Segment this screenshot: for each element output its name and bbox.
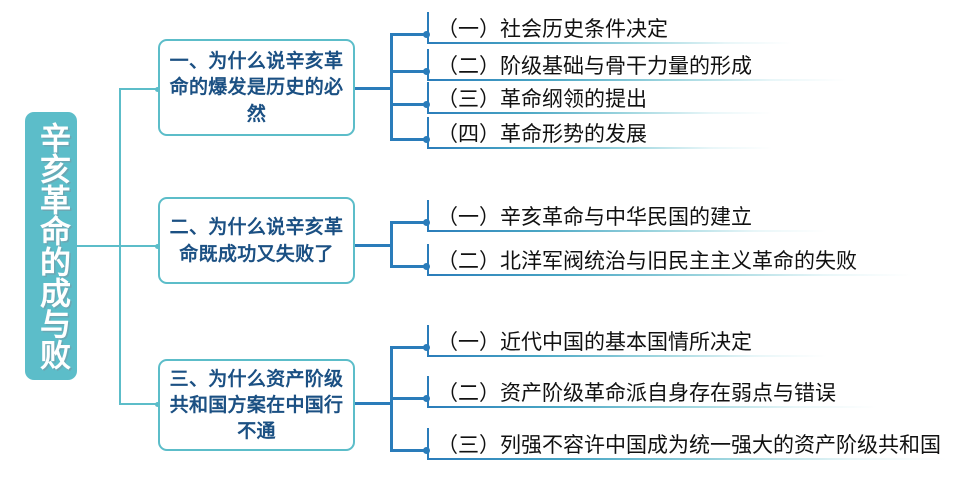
branch-2-leaf-dot-1 <box>423 219 430 226</box>
leaf-item[interactable]: （一）近代中国的基本国情所决定 <box>427 325 752 355</box>
root-node-label: 辛亥革命的成与败 <box>33 122 70 370</box>
leaf-label: （一）辛亥革命与中华民国的建立 <box>437 205 752 229</box>
branch-1-leaf-stub-1 <box>390 33 427 36</box>
branch-3-leaf-dot-1 <box>423 344 430 351</box>
branch-3-leaf-dot-2 <box>423 395 430 402</box>
root-node[interactable]: 辛亥革命的成与败 <box>25 112 77 380</box>
branch-2-leaf-stub-2 <box>390 265 427 268</box>
branch-1-leaf-spine <box>390 33 393 141</box>
root-connector-line <box>77 245 120 247</box>
leaf-tick-icon <box>427 82 429 112</box>
leaf-tick-icon <box>427 325 429 355</box>
leaf-underline <box>427 458 947 460</box>
branch-3-leaf-stub-1 <box>390 346 427 349</box>
branch-node-1[interactable]: 一、为什么说辛亥革命的爆发是历史的必然 <box>158 39 355 136</box>
leaf-underline <box>427 112 772 114</box>
leaf-tick-icon <box>427 200 429 230</box>
root-connector-dot-2 <box>155 243 160 249</box>
leaf-label: （三）列强不容许中国成为统一强大的资产阶级共和国 <box>437 433 941 457</box>
leaf-underline <box>427 230 827 232</box>
leaf-label: （四）革命形势的发展 <box>437 122 647 146</box>
root-connector-stub-3 <box>119 403 159 405</box>
leaf-tick-icon <box>427 376 429 406</box>
leaf-underline <box>427 147 772 149</box>
root-connector-dot-1 <box>155 86 160 92</box>
branch-2-leaf-dot-2 <box>423 263 430 270</box>
branch-1-leaf-dot-1 <box>423 31 430 38</box>
leaf-tick-icon <box>427 117 429 147</box>
branch-node-2-label: 二、为什么说辛亥革命既成功又失败了 <box>169 216 344 265</box>
leaf-underline <box>427 79 847 81</box>
leaf-label: （二）北洋军阀统治与旧民主主义革命的失败 <box>437 249 857 273</box>
branch-1-leaf-stub-4 <box>390 138 427 141</box>
leaf-label: （二）资产阶级革命派自身存在弱点与错误 <box>437 381 836 405</box>
root-connector-dot-3 <box>155 401 160 407</box>
leaf-tick-icon <box>427 244 429 274</box>
branch-1-leaf-dot-3 <box>423 101 430 108</box>
leaf-item[interactable]: （一）社会历史条件决定 <box>427 12 668 42</box>
leaf-item[interactable]: （一）辛亥革命与中华民国的建立 <box>427 200 752 230</box>
leaf-tick-icon <box>427 428 429 458</box>
leaf-tick-icon <box>427 49 429 79</box>
leaf-item[interactable]: （四）革命形势的发展 <box>427 117 647 147</box>
leaf-underline <box>427 355 827 357</box>
leaf-underline <box>427 42 792 44</box>
branch-3-leaf-stub-2 <box>390 397 427 400</box>
leaf-tick-icon <box>427 12 429 42</box>
branch-3-leaf-stub-3 <box>390 449 427 452</box>
leaf-item[interactable]: （三）革命纲领的提出 <box>427 82 647 112</box>
branch-2-leaf-stub-1 <box>390 221 427 224</box>
leaf-underline <box>427 406 877 408</box>
leaf-item[interactable]: （二）资产阶级革命派自身存在弱点与错误 <box>427 376 836 406</box>
leaf-item[interactable]: （二）北洋军阀统治与旧民主主义革命的失败 <box>427 244 857 274</box>
root-connector-stub-2 <box>119 245 159 247</box>
branch-1-leaf-stub-2 <box>390 70 427 73</box>
branch-1-leaf-dot-2 <box>423 68 430 75</box>
root-connector-stub-1 <box>119 88 159 90</box>
branch-node-2[interactable]: 二、为什么说辛亥革命既成功又失败了 <box>158 197 355 284</box>
branch-3-leaf-dot-3 <box>423 447 430 454</box>
branch-3-leaf-connector-line <box>355 401 391 405</box>
branch-node-3-label: 三、为什么资产阶级共和国方案在中国行不通 <box>169 367 344 443</box>
branch-node-3[interactable]: 三、为什么资产阶级共和国方案在中国行不通 <box>158 359 355 451</box>
branch-2-leaf-spine <box>390 221 393 268</box>
leaf-label: （二）阶级基础与骨干力量的形成 <box>437 54 752 78</box>
branch-2-leaf-connector-line <box>355 243 391 247</box>
branch-1-leaf-stub-3 <box>390 103 427 106</box>
leaf-underline <box>427 274 912 276</box>
leaf-label: （一）近代中国的基本国情所决定 <box>437 330 752 354</box>
branch-1-leaf-connector-line <box>355 86 391 90</box>
leaf-item[interactable]: （二）阶级基础与骨干力量的形成 <box>427 49 752 79</box>
branch-node-1-label: 一、为什么说辛亥革命的爆发是历史的必然 <box>169 50 344 125</box>
leaf-label: （一）社会历史条件决定 <box>437 17 668 41</box>
leaf-label: （三）革命纲领的提出 <box>437 87 647 111</box>
branch-1-leaf-dot-4 <box>423 136 430 143</box>
leaf-item[interactable]: （三）列强不容许中国成为统一强大的资产阶级共和国 <box>427 428 941 458</box>
